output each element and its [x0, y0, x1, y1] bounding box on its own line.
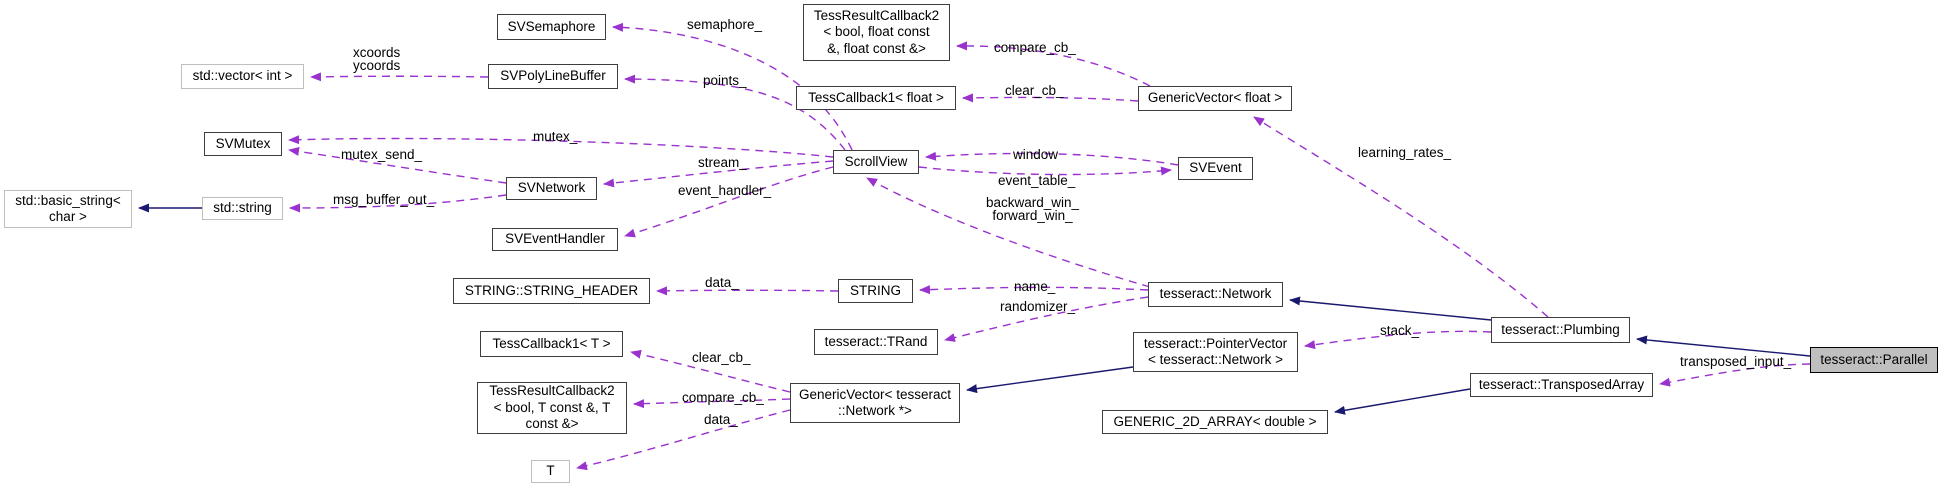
- node-tesseract-pointervector[interactable]: tesseract::PointerVector < tesseract::Ne…: [1133, 332, 1298, 372]
- edge-label-compare-cb-t: compare_cb_: [682, 390, 764, 405]
- edge-label-msg-buffer-out: msg_buffer_out_: [333, 192, 435, 207]
- edge-label-semaphore: semaphore_: [687, 17, 763, 32]
- node-tessresultcallback2-t[interactable]: TessResultCallback2 < bool, T const &, T…: [477, 382, 627, 434]
- node-scrollview[interactable]: ScrollView: [833, 150, 919, 174]
- node-t: T: [531, 460, 570, 483]
- edge-plumbing-inherits-network: [1289, 296, 1492, 321]
- edge-label-data-t: data_: [704, 412, 738, 427]
- node-tesscallback1-float[interactable]: TessCallback1< float >: [796, 86, 956, 110]
- edge-event-table: [918, 166, 1172, 176]
- node-svmutex[interactable]: SVMutex: [204, 132, 282, 156]
- edge-parallel-inherits-plumbing: [1636, 335, 1811, 357]
- node-svsemaphore[interactable]: SVSemaphore: [497, 14, 606, 40]
- edge-label-learning-rates: learning_rates_: [1358, 145, 1452, 160]
- edge-learning-rates: [1253, 116, 1549, 318]
- edge-label-stream: stream_: [698, 155, 747, 170]
- edge-randomizer: [944, 296, 1149, 342]
- edge-event-handler: [624, 166, 834, 238]
- edge-transposed-input: [1659, 363, 1811, 387]
- edge-points: [624, 74, 846, 151]
- edge-window: [925, 151, 1179, 166]
- edge-label-randomizer: randomizer_: [1000, 299, 1076, 314]
- node-sveventhandler[interactable]: SVEventHandler: [492, 228, 618, 251]
- edge-label-window: window: [1013, 147, 1059, 162]
- node-std-string: std::string: [202, 197, 283, 220]
- node-tesseract-trand[interactable]: tesseract::TRand: [814, 329, 938, 355]
- edge-backward-forward-win: [866, 177, 1151, 288]
- edge-label-clear-cb-t: clear_cb_: [692, 350, 751, 365]
- node-string[interactable]: STRING: [838, 279, 913, 303]
- edge-label-event-table: event_table_: [998, 173, 1076, 188]
- edge-compare-cb-t: [633, 398, 791, 409]
- node-tesseract-parallel: tesseract::Parallel: [1810, 347, 1938, 373]
- node-std-basic-string: std::basic_string< char >: [4, 190, 132, 228]
- edge-label-mutex-send: mutex_send_: [341, 147, 423, 162]
- edge-label-xcoords-ycoords: xcoords ycoords: [353, 45, 401, 73]
- node-tessresultcallback2-float[interactable]: TessResultCallback2 < bool, float const …: [803, 4, 950, 61]
- edge-label-compare-cb-float: compare_cb_: [994, 40, 1076, 55]
- node-genericvector-network[interactable]: GenericVector< tesseract ::Network *>: [790, 383, 960, 423]
- edge-compare-cb-float: [956, 41, 1151, 87]
- node-tesseract-network[interactable]: tesseract::Network: [1148, 282, 1283, 307]
- node-svpolylinebuffer[interactable]: SVPolyLineBuffer: [488, 64, 618, 89]
- edge-label-mutex: mutex_: [533, 129, 578, 144]
- edge-clear-cb-float: [962, 93, 1139, 103]
- node-generic-2d-array[interactable]: GENERIC_2D_ARRAY< double >: [1102, 410, 1328, 434]
- edge-mutex-send: [288, 147, 507, 184]
- edge-clear-cb-t: [630, 349, 791, 393]
- edge-name: [919, 285, 1149, 295]
- node-svevent[interactable]: SVEvent: [1178, 157, 1253, 180]
- node-tesscallback1-t[interactable]: TessCallback1< T >: [480, 331, 623, 357]
- edge-xcoords-ycoords: [310, 72, 489, 82]
- edge-label-backward-forward-win: backward_win_ forward_win_: [986, 195, 1080, 223]
- edge-pointervector-inherits-genericvector: [966, 366, 1134, 394]
- edge-stack: [1304, 330, 1492, 350]
- node-tesseract-plumbing[interactable]: tesseract::Plumbing: [1491, 317, 1630, 343]
- node-string-header[interactable]: STRING::STRING_HEADER: [453, 278, 650, 304]
- node-tesseract-transposedarray[interactable]: tesseract::TransposedArray: [1470, 373, 1653, 397]
- node-svnetwork[interactable]: SVNetwork: [506, 177, 597, 200]
- edge-label-clear-cb-float: clear_cb_: [1005, 83, 1064, 98]
- edge-semaphore: [612, 22, 853, 151]
- edge-transposedarray-inherits-generic2darray: [1334, 388, 1471, 415]
- node-genericvector-float[interactable]: GenericVector< float >: [1138, 86, 1292, 111]
- edge-stream: [603, 160, 834, 188]
- edge-label-transposed-input: transposed_input_: [1680, 354, 1792, 369]
- edge-label-stack: stack_: [1380, 323, 1420, 338]
- edge-label-name: name_: [1014, 279, 1056, 294]
- edge-label-event-handler: event_handler_: [678, 183, 772, 198]
- edge-data-string: [656, 286, 839, 296]
- edge-label-data-string: data_: [705, 275, 739, 290]
- node-std-vector-int: std::vector< int >: [181, 64, 304, 89]
- edge-label-points: points_: [703, 73, 747, 88]
- edge-mutex: [288, 135, 834, 158]
